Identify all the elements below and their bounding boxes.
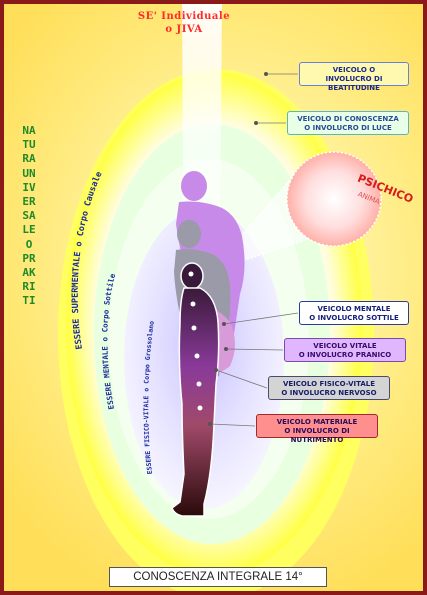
label-vitale: VEICOLO VITALE O INVOLUCRO PRANICO: [284, 338, 406, 362]
label-line: VEICOLO FISICO-VITALE: [282, 380, 376, 388]
label-materiale: VEICOLO MATERIALE O INVOLUCRO DI NUTRIME…: [256, 414, 378, 444]
label-line: INVOLUCRO DI BEATITUDINE: [325, 75, 383, 92]
diagram-canvas: ESSERE SUPERMENTALE o Corpo Causale ESSE…: [58, 4, 415, 591]
side-text-natura: NATURA UNIVERSALE O PRAKRITI: [22, 124, 36, 308]
psichico-circle: [286, 151, 382, 247]
footer-caption: CONOSCENZA INTEGRALE 14°: [109, 567, 327, 587]
label-line: O INVOLUCRO DI NUTRIMENTO: [284, 427, 350, 444]
page-title: SE' Individuale o JIVA: [124, 10, 244, 36]
leader-lines: [209, 73, 299, 427]
title-line-1: SE' Individuale: [137, 11, 231, 22]
label-conoscenza: VEICOLO DI CONOSCENZA O INVOLUCRO DI LUC…: [287, 111, 409, 135]
label-mentale: VEICOLO MENTALE O INVOLUCRO SOTTILE: [299, 301, 409, 325]
label-line: VEICOLO MATERIALE: [276, 418, 358, 426]
label-line: O INVOLUCRO PRANICO: [298, 351, 392, 359]
label-line: VEICOLO O: [332, 66, 376, 74]
label-line: O INVOLUCRO SOTTILE: [309, 314, 399, 322]
label-line: VEICOLO VITALE: [313, 342, 377, 350]
title-line-2: o JIVA: [165, 24, 203, 35]
label-line: O INVOLUCRO NERVOSO: [281, 389, 377, 397]
label-line: O INVOLUCRO DI LUCE: [304, 124, 392, 132]
label-beatitudine: VEICOLO O INVOLUCRO DI BEATITUDINE: [299, 62, 409, 92]
label-fisico-vitale: VEICOLO FISICO-VITALE O INVOLUCRO NERVOS…: [268, 376, 390, 400]
label-line: VEICOLO DI CONOSCENZA: [297, 115, 399, 123]
label-line: VEICOLO MENTALE: [317, 305, 391, 313]
leader-dots: [208, 72, 268, 426]
physical-body: [171, 262, 220, 517]
chakra-points: [188, 271, 203, 411]
